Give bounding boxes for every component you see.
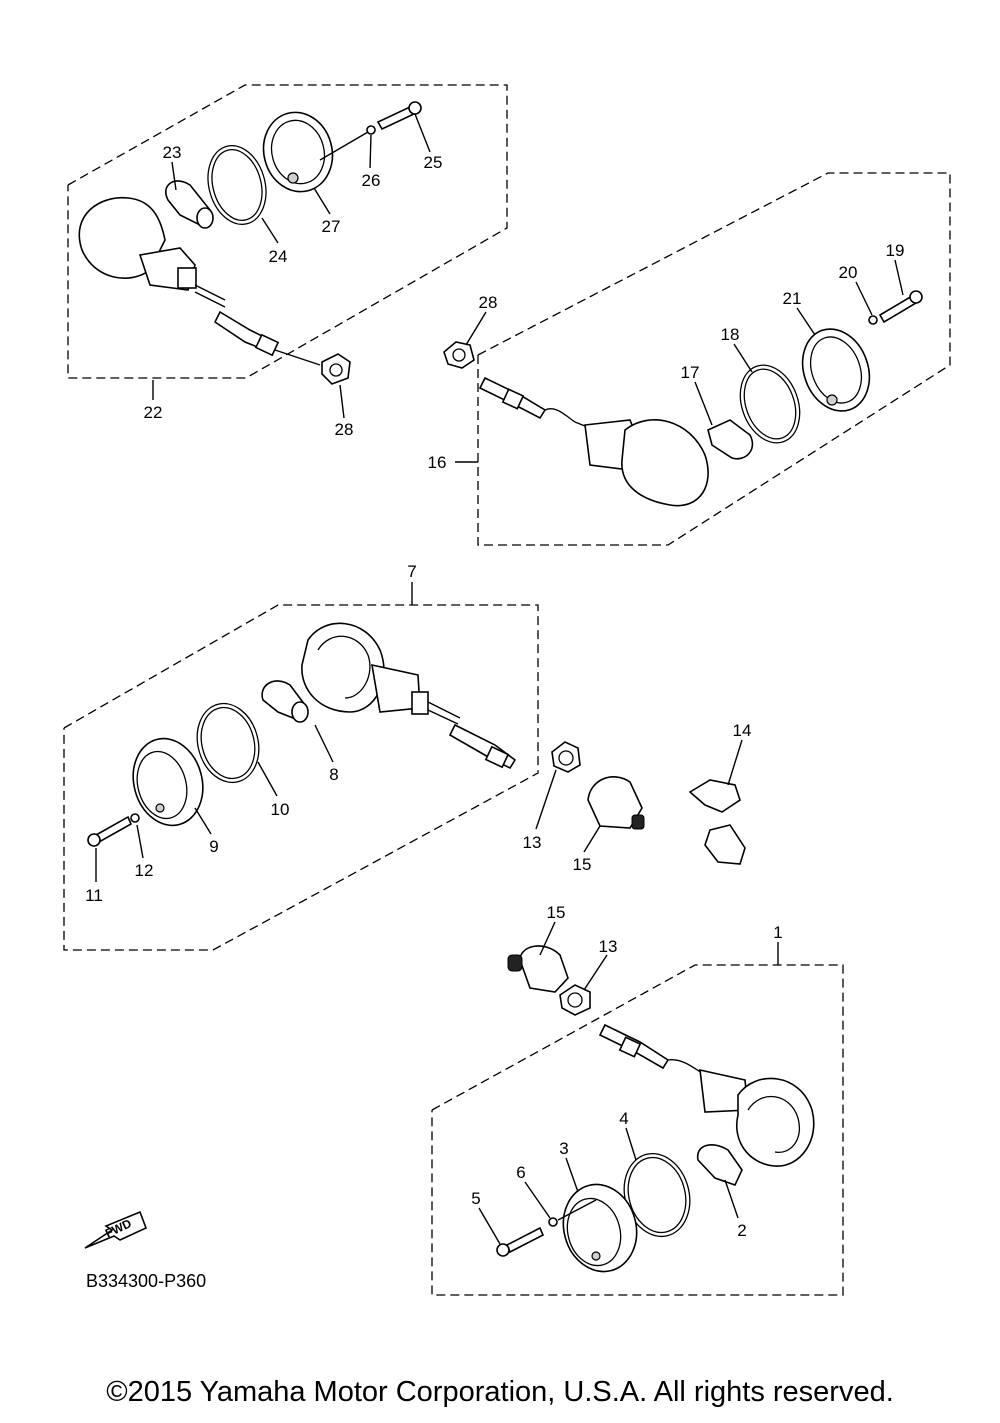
callout-2: 2 (737, 1221, 746, 1240)
callout-12: 12 (135, 861, 154, 880)
callout-13-middle: 13 (523, 833, 542, 852)
callout-28-left: 28 (335, 420, 354, 439)
callout-6: 6 (516, 1163, 525, 1182)
callout-9: 9 (209, 837, 218, 856)
callout-17: 17 (681, 363, 700, 382)
callout-20: 20 (839, 263, 858, 282)
callout-15-lower: 15 (547, 903, 566, 922)
diagram-code: B334300-P360 (86, 1271, 206, 1291)
assembly-7 (63, 582, 539, 951)
assembly-1 (431, 921, 844, 1296)
callout-4: 4 (619, 1109, 628, 1128)
callout-25: 25 (424, 153, 443, 172)
assembly-22 (67, 84, 508, 419)
callout-14: 14 (733, 721, 752, 740)
callout-27: 27 (322, 217, 341, 236)
callout-13-lower: 13 (599, 937, 618, 956)
callout-28-right: 28 (479, 293, 498, 312)
callout-21: 21 (783, 289, 802, 308)
callout-3: 3 (559, 1139, 568, 1158)
callout-26: 26 (362, 171, 381, 190)
callout-5: 5 (471, 1189, 480, 1208)
callout-19: 19 (886, 241, 905, 260)
copyright-notice: ©2015 Yamaha Motor Corporation, U.S.A. A… (106, 1376, 894, 1408)
callout-8: 8 (329, 765, 338, 784)
loose-parts-middle (535, 739, 746, 865)
callout-11: 11 (85, 886, 103, 905)
callout-10: 10 (271, 800, 290, 819)
callout-23: 23 (163, 143, 182, 162)
callout-24: 24 (269, 247, 288, 266)
callout-labels: 23 24 27 26 25 22 28 28 19 20 21 18 17 1… (85, 143, 904, 1240)
fwd-arrow-icon: FWD (84, 1210, 148, 1249)
callout-1: 1 (773, 923, 782, 942)
callout-18: 18 (721, 325, 740, 344)
callout-15-middle: 15 (573, 855, 592, 874)
assembly-16 (443, 172, 951, 546)
callout-22: 22 (144, 403, 163, 422)
exploded-view-drawing: FWD B334300-P360 23 24 27 26 25 22 28 28… (63, 84, 951, 1296)
callout-16: 16 (428, 453, 447, 472)
callout-7: 7 (407, 562, 416, 581)
